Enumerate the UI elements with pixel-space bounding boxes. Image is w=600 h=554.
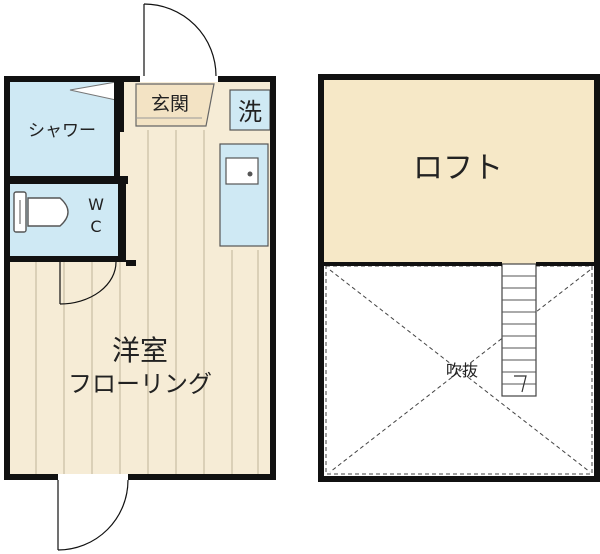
wc-label-w: W xyxy=(88,195,104,214)
shower-room xyxy=(8,82,118,176)
entrance-label: 玄関 xyxy=(151,93,189,115)
shower-label: シャワー xyxy=(28,121,96,141)
entrance-area xyxy=(135,83,215,127)
loft-label: ロフト xyxy=(413,151,503,186)
toilet-icon xyxy=(13,191,69,233)
wc-label-c: C xyxy=(90,217,101,236)
labels: シャワー 玄関 洗 W C 洋室 フローリング ロフト 吹抜 xyxy=(28,93,503,398)
loft-area xyxy=(324,80,594,264)
loft-ladder xyxy=(501,263,537,397)
room-door-bottom[interactable] xyxy=(57,479,129,551)
void-label: 吹抜 xyxy=(446,361,478,380)
first-floor-plan xyxy=(4,3,276,551)
front-door[interactable] xyxy=(143,3,217,77)
room-floor-label: フローリング xyxy=(68,370,212,398)
sink-icon xyxy=(225,157,259,185)
walls-first-floor xyxy=(4,76,276,480)
western-room-floor xyxy=(120,82,274,474)
ladder-arrow-icon xyxy=(514,375,527,393)
walls-loft xyxy=(318,74,600,482)
loft-floor-plan xyxy=(318,74,600,482)
room-name-label: 洋室 xyxy=(112,334,168,367)
lower-room-floor xyxy=(8,262,122,474)
laundry-space xyxy=(229,89,271,131)
wc-door[interactable] xyxy=(59,261,117,305)
laundry-label: 洗 xyxy=(238,98,262,126)
flooring-lines xyxy=(35,130,259,474)
